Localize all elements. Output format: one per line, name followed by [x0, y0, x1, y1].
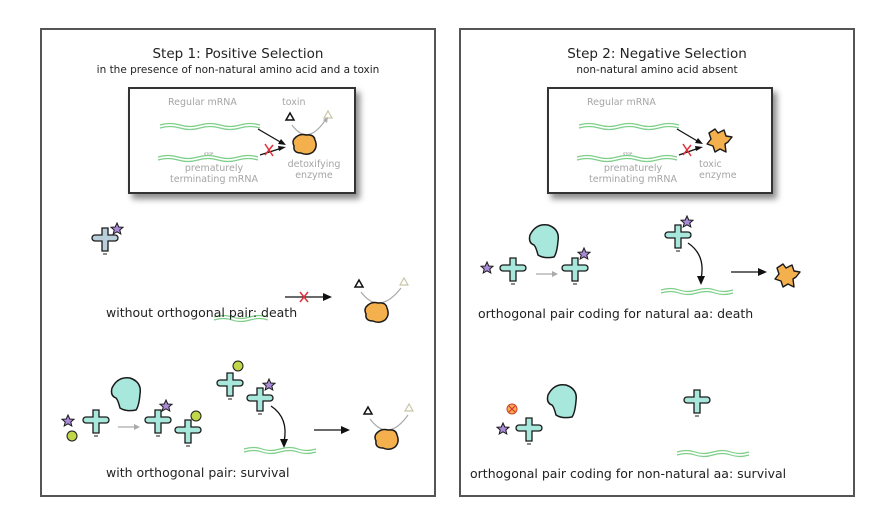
premature-mrna-label: prematurely terminating mRNA [583, 163, 683, 185]
toxic-enzyme-icon [774, 263, 801, 288]
scenario-caption: with orthogonal pair: survival [106, 465, 290, 480]
blocked-arrow-icon [259, 143, 286, 157]
mrna-with-stop-icon [660, 287, 734, 296]
natural-trna-icon [216, 372, 244, 400]
scenario-caption: orthogonal pair coding for non-natural a… [470, 466, 787, 481]
premature-mrna-label-line2: terminating mRNA [170, 174, 258, 185]
toxin-triangle-icon [353, 278, 365, 288]
non-natural-aa-star-icon [158, 398, 174, 413]
panel-title: Step 1: Positive Selection [152, 46, 324, 62]
enzyme-label: detoxifying enzyme [284, 159, 344, 181]
regular-mrna-icon [578, 122, 680, 131]
detox-curve-arrow [369, 414, 409, 431]
blocked-arrow-icon [285, 291, 332, 303]
natural-aa-star-icon [679, 214, 695, 229]
charged-trna-icon [144, 409, 172, 437]
scenario-caption: orthogonal pair coding for natural aa: d… [478, 306, 754, 321]
decode-arrow [687, 242, 703, 280]
toxin-triangle-icon [362, 405, 374, 415]
blocked-arrow-icon [678, 143, 703, 157]
natural-aa-star-icon [576, 246, 592, 261]
premature-mrna-label-line1: prematurely [184, 163, 244, 174]
charged-trna-icon [246, 387, 274, 415]
non-natural-aa-star-icon [60, 413, 76, 428]
non-natural-aa-star-icon [109, 221, 125, 236]
detoxified-triangle-icon [322, 109, 334, 119]
detoxified-triangle-icon [398, 276, 410, 286]
detoxifying-enzyme-icon [364, 301, 389, 324]
charged-trna-icon [664, 224, 692, 252]
panel-positive-selection: Step 1: Positive Selection in the presen… [40, 28, 436, 497]
mrna-with-stop-icon [243, 446, 317, 455]
inset-graphics: STOP [576, 122, 733, 163]
non-natural-aa-circle-icon [506, 403, 518, 415]
enzyme-label-line2: enzyme [295, 170, 333, 181]
detoxified-triangle-icon [403, 402, 415, 412]
panel-negative-selection: Step 2: Negative Selection non-natural a… [459, 28, 855, 497]
toxic-enzyme-icon [706, 128, 733, 153]
premature-mrna-icon: STOP [157, 152, 259, 163]
scenario-with-pair-graphics [60, 360, 415, 455]
natural-aa-circle-icon [232, 360, 244, 372]
regular-mrna-icon [159, 122, 261, 131]
decode-arrow [270, 405, 286, 443]
stop-codon-label: STOP [204, 152, 213, 156]
stop-codon-label: STOP [623, 152, 632, 156]
mrna-with-stop-icon [676, 449, 750, 458]
orthogonal-synthetase-icon [528, 223, 560, 259]
gray-trna-icon [91, 227, 119, 255]
detoxifying-enzyme-icon [292, 133, 317, 156]
mechanism-inset: Regular mRNA toxin prematurely terminati… [128, 87, 356, 194]
arrow-icon [676, 128, 703, 144]
mechanism-inset: Regular mRNA prematurely terminating mRN… [547, 87, 773, 194]
charged-trna-icon [561, 257, 589, 285]
premature-mrna-label-line1: prematurely [603, 163, 663, 174]
toxin-label: toxin [282, 97, 306, 108]
enzyme-label-line1: toxic [699, 159, 722, 170]
premature-mrna-label-line2: terminating mRNA [589, 174, 677, 185]
scenario-non-natural-aa-graphics [495, 383, 750, 458]
arrow-icon [257, 128, 286, 145]
orthogonal-synthetase-icon [110, 376, 142, 412]
inset-graphics: STOP [157, 109, 334, 163]
orthogonal-synthetase-icon [546, 383, 578, 419]
scenario-without-pair-graphics [91, 221, 410, 324]
regular-mrna-label: Regular mRNA [587, 97, 656, 108]
scenario-natural-aa-graphics [479, 214, 801, 296]
enzyme-label-line1: detoxifying [287, 159, 341, 170]
panel-subtitle: in the presence of non-natural amino aci… [96, 64, 380, 76]
orthogonal-trna-icon [499, 257, 527, 285]
premature-mrna-label: prematurely terminating mRNA [164, 163, 264, 185]
panel-title: Step 2: Negative Selection [567, 46, 747, 62]
panel-subtitle: non-natural amino acid absent [576, 64, 738, 76]
scenario-caption: without orthogonal pair: death [106, 305, 298, 320]
natural-aa-star-icon [495, 421, 511, 436]
natural-aa-circle-icon [190, 410, 202, 422]
natural-trna-icon [174, 419, 202, 447]
toxin-triangle-icon [284, 111, 296, 121]
natural-aa-star-icon [479, 260, 495, 275]
uncharged-trna-icon [683, 389, 711, 417]
mrna-with-stop-icon [213, 314, 269, 323]
regular-mrna-label: Regular mRNA [168, 97, 237, 108]
enzyme-label: toxic enzyme [699, 159, 749, 181]
non-natural-aa-star-icon [261, 377, 277, 392]
orthogonal-trna-icon [82, 409, 110, 437]
detoxifying-enzyme-icon [374, 428, 399, 451]
enzyme-label-line2: enzyme [699, 170, 737, 181]
orthogonal-trna-icon [515, 417, 543, 445]
natural-aa-circle-icon [66, 430, 78, 442]
premature-mrna-icon: STOP [576, 152, 678, 163]
